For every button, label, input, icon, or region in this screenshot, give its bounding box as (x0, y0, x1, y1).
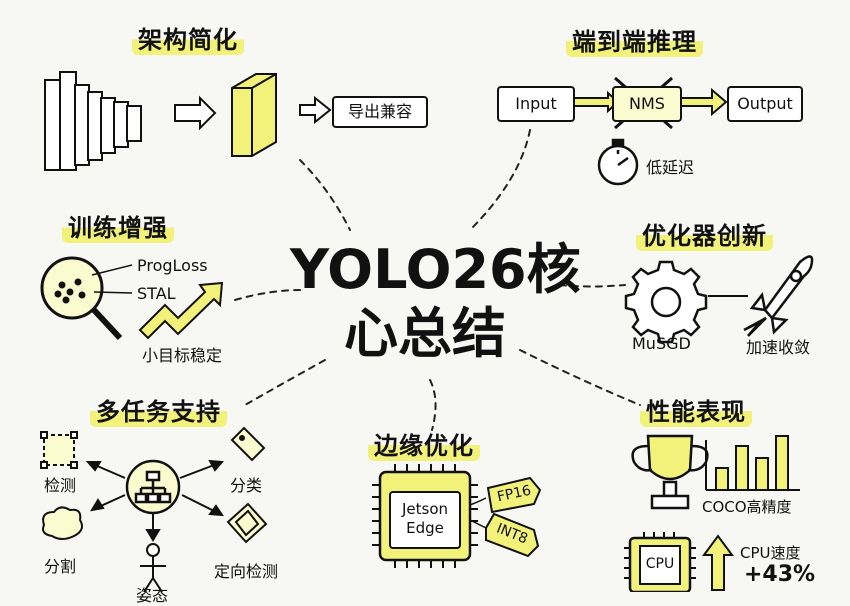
int8-tag-icon (485, 512, 540, 558)
chip-line2: Edge (406, 519, 444, 537)
cpu-chip-label: CPU (645, 556, 675, 572)
section-title-train: 训练增强 (62, 208, 174, 243)
progloss-label: ProgLoss (137, 256, 208, 275)
classify-label: 分类 (230, 476, 263, 495)
arrow-up-icon (702, 534, 734, 591)
chip-text: Jetson Edge (390, 500, 460, 538)
tag-strings (469, 497, 487, 529)
section-title-edge: 边缘优化 (368, 426, 480, 461)
arrow-right-icon (299, 95, 332, 125)
section-title-e2e: 端到端推理 (566, 22, 703, 57)
input-box: Input (497, 86, 575, 122)
diagram-canvas (40, 71, 814, 592)
section-title-arch: 架构简化 (132, 20, 244, 55)
section-title-multitask: 多任务支持 (90, 392, 227, 427)
cpu-chip-core (639, 545, 681, 585)
latency-label: 低延迟 (646, 158, 695, 177)
detect-label: 检测 (44, 476, 77, 495)
gear-icon (624, 260, 708, 344)
trend-up-icon (138, 281, 224, 340)
cpu-chip-pins (624, 532, 696, 579)
hierarchy-icon (125, 459, 181, 515)
section-title-perf: 性能表现 (640, 392, 752, 427)
tag-icon (230, 426, 266, 462)
layer-stack-icon (44, 71, 142, 171)
chip-line1: Jetson (401, 500, 449, 518)
chip-core (389, 491, 461, 549)
coco-label: COCO高精度 (702, 498, 792, 516)
fp16-tag-icon (486, 476, 542, 514)
rotated-box-icon (226, 502, 268, 544)
obb-label: 定向检测 (214, 562, 279, 581)
stopwatch-icon (597, 138, 639, 186)
center-title-line2: 心总结 (344, 302, 506, 365)
output-box: Output (727, 86, 803, 122)
magnifier-icon (40, 256, 123, 341)
arrow-right-icon (174, 95, 217, 131)
cpu-speed-label: CPU速度 (740, 544, 801, 562)
rocket-icon (743, 255, 814, 337)
stal-label: STAL (137, 284, 176, 303)
chip-pins (372, 464, 478, 568)
export-compat-box: 导出兼容 (332, 96, 428, 128)
segment-label: 分割 (44, 557, 77, 576)
cpu-speed-value: +43% (744, 562, 816, 587)
center-title: YOLO26核 心总结 (290, 238, 581, 366)
nms-box: NMS (612, 86, 682, 122)
center-title-line1: YOLO26核 (290, 238, 581, 301)
small-target-label: 小目标稳定 (142, 346, 223, 365)
pose-label: 姿态 (136, 586, 169, 605)
musgd-label: MuSGD (632, 334, 691, 353)
speedup-label: 加速收敛 (746, 338, 811, 357)
pose-figure-icon (140, 543, 166, 592)
detect-icon (40, 431, 78, 469)
segment-blob-icon (42, 506, 83, 540)
section-title-optim: 优化器创新 (636, 216, 773, 251)
pointer-lines (91, 264, 133, 294)
trophy-icon (631, 434, 709, 510)
dashed-connectors (234, 129, 641, 431)
bar-chart-icon (705, 435, 800, 491)
flow-arrow-icon (571, 87, 728, 117)
compact-block-icon (231, 73, 277, 157)
hub-connectors (85, 459, 225, 542)
